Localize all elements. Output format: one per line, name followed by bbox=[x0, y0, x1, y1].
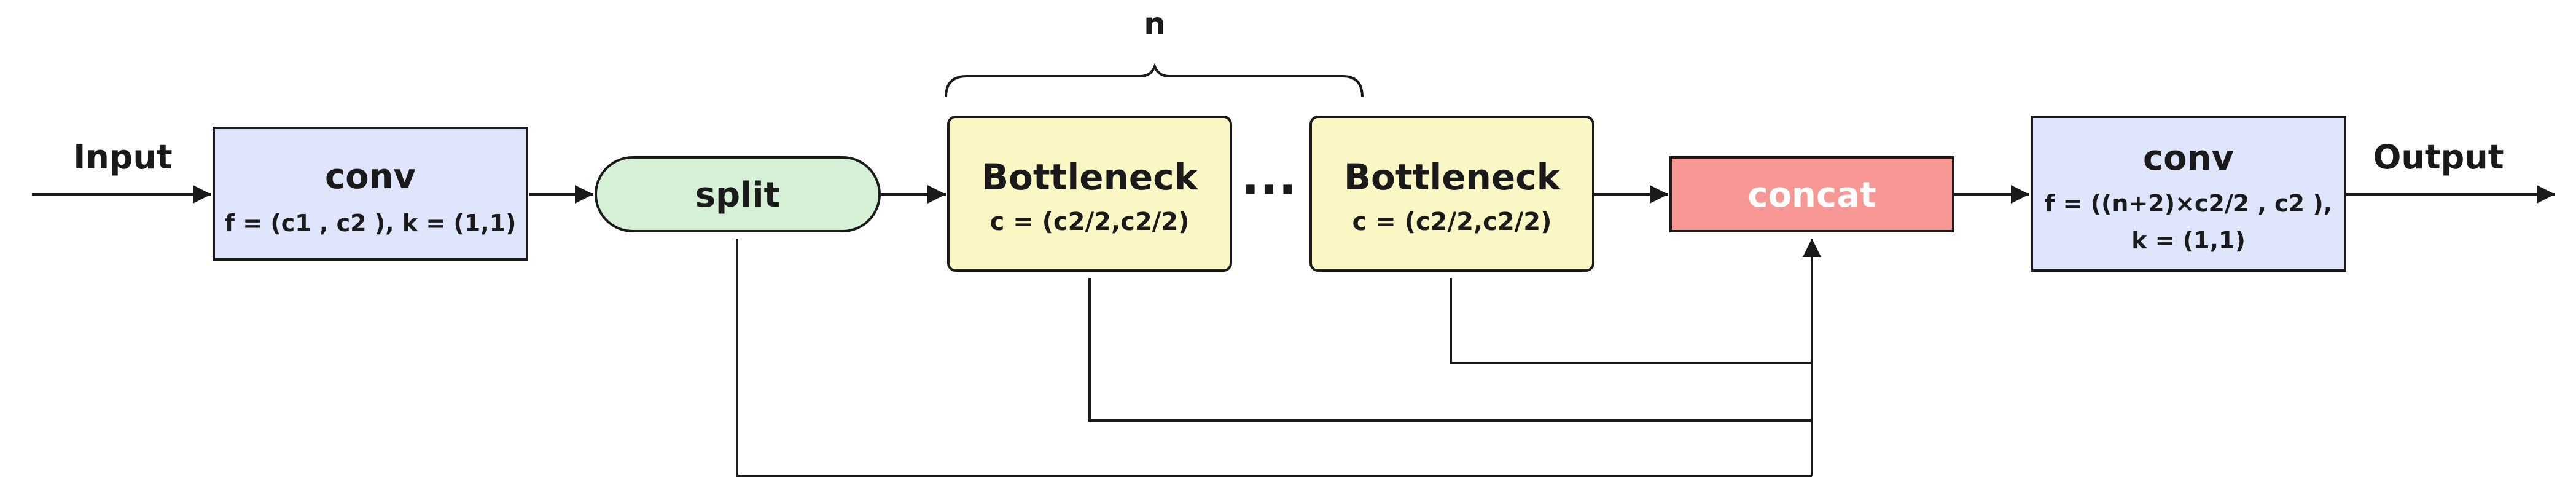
n-brace bbox=[945, 63, 1364, 98]
bottleneck2-skip-connection bbox=[1450, 278, 1812, 364]
conv-block-1-params: f = (c1 , c2 ), k = (1,1) bbox=[225, 210, 517, 237]
bottleneck-block-1: Bottleneck c = (c2/2,c2/2) bbox=[947, 116, 1232, 272]
conv-block-2-title: conv bbox=[2143, 138, 2234, 178]
split-block: split bbox=[595, 156, 881, 232]
concat-block: concat bbox=[1669, 156, 1954, 232]
output-label: Output bbox=[2373, 138, 2504, 176]
bottleneck-block-1-params: c = (c2/2,c2/2) bbox=[990, 208, 1190, 236]
conv-block-2: conv f = ((n+2)×c2/2 , c2 ), k = (1,1) bbox=[2031, 116, 2346, 272]
split-block-title: split bbox=[695, 175, 781, 215]
conv-block-1-title: conv bbox=[325, 157, 416, 197]
n-label: n bbox=[1144, 6, 1166, 42]
conv-block-1: conv f = (c1 , c2 ), k = (1,1) bbox=[213, 127, 528, 261]
bottleneck-block-2-params: c = (c2/2,c2/2) bbox=[1352, 208, 1552, 236]
bottleneck-block-1-title: Bottleneck bbox=[982, 156, 1199, 198]
concat-block-title: concat bbox=[1747, 175, 1876, 215]
conv-block-2-params-line2: k = (1,1) bbox=[2131, 227, 2246, 254]
input-label: Input bbox=[73, 138, 172, 176]
bottleneck-block-2-title: Bottleneck bbox=[1344, 156, 1561, 198]
conv-block-2-params-line1: f = ((n+2)×c2/2 , c2 ), bbox=[2045, 190, 2332, 217]
ellipsis-label: ··· bbox=[1241, 161, 1297, 218]
bottleneck1-skip-connection bbox=[1088, 278, 1812, 422]
split-skip-connection bbox=[736, 239, 1812, 477]
bottleneck-block-2: Bottleneck c = (c2/2,c2/2) bbox=[1309, 116, 1594, 272]
